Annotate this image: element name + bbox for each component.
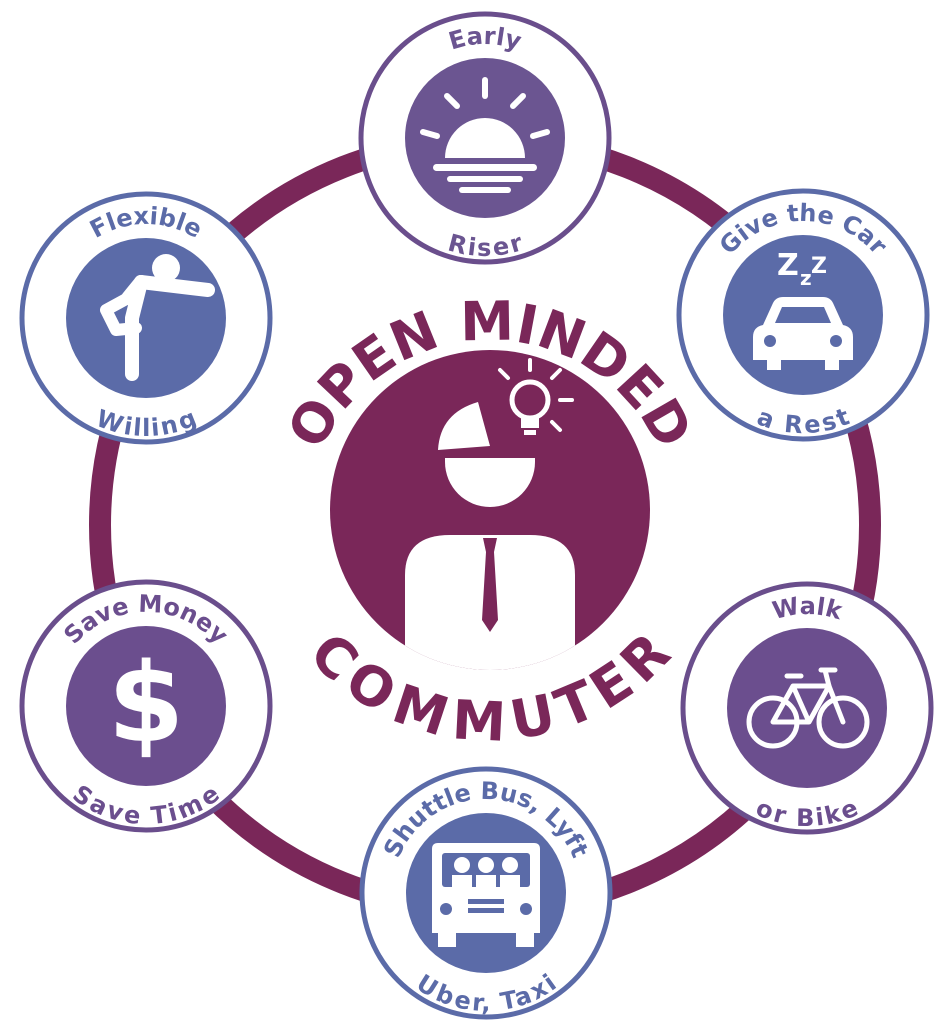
bicycle-icon: [746, 667, 870, 749]
node-save-money: $: [19, 579, 273, 833]
stretching-person-icon: [100, 254, 215, 381]
sleeping-car-icon: Z z Z: [753, 248, 853, 370]
node-flexible: [19, 191, 273, 445]
node-shuttle: [359, 766, 613, 1020]
svg-text:Z: Z: [811, 254, 827, 279]
bus-icon: [432, 843, 540, 947]
node-walk-bike: [680, 581, 934, 835]
open-minded-person-icon: [405, 358, 575, 670]
node-walk-bike-top-label: Walk: [770, 592, 846, 626]
svg-text:z: z: [800, 266, 812, 290]
svg-text:Z: Z: [777, 248, 799, 283]
node-give-car-rest: Z z Z: [676, 188, 930, 442]
node-early-riser: [358, 11, 612, 265]
sunrise-icon: [420, 77, 550, 193]
dollar-icon: $: [108, 639, 185, 767]
center-hub: OPEN MINDED COMMUTER: [275, 290, 704, 754]
